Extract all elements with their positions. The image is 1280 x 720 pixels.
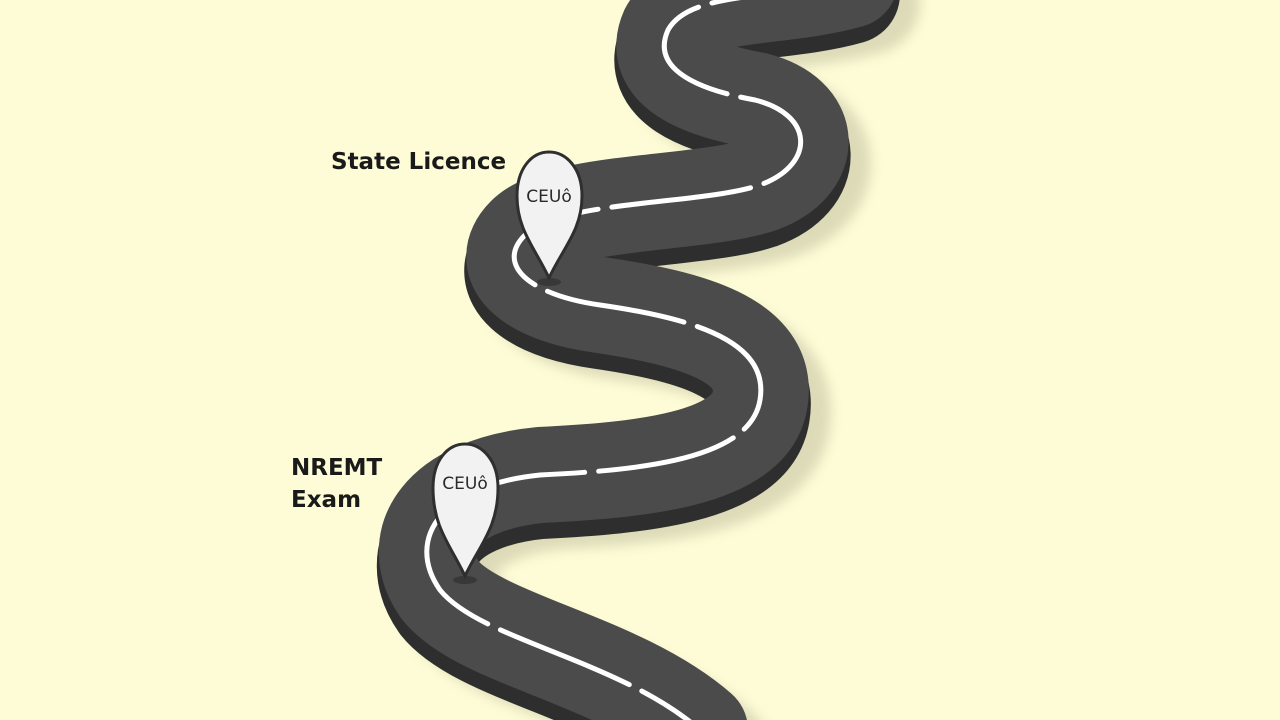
milestone-label-state-license: State Licence bbox=[331, 146, 506, 178]
milestone-title-line2: Exam bbox=[291, 487, 362, 513]
milestone-title: State Licence bbox=[331, 149, 507, 175]
milestone-title-line1: NREMT bbox=[291, 455, 383, 481]
road-centerline bbox=[424, 0, 804, 720]
pin-label: CEUô bbox=[526, 187, 571, 207]
map-pin-icon: CEUô bbox=[431, 442, 500, 584]
map-pin-icon: CEUô bbox=[515, 150, 584, 286]
milestone-label-nremt-exam: NREMT Exam bbox=[291, 452, 382, 516]
pin-label: CEUô bbox=[442, 474, 487, 494]
